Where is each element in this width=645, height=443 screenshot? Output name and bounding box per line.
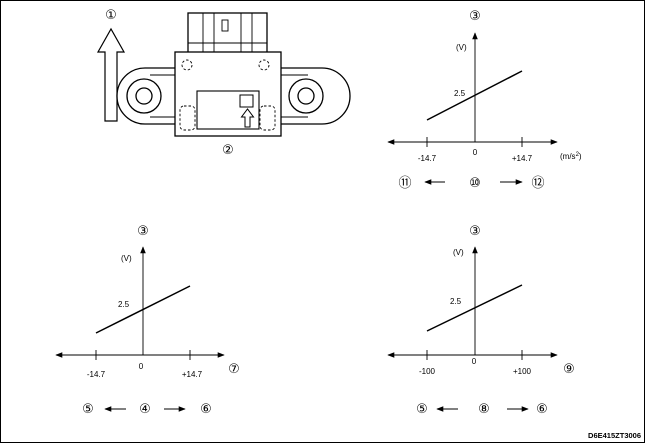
chart-3-marker-3: ③	[469, 224, 481, 239]
chart-1-marker-3: ③	[469, 9, 481, 24]
chart-1: ③ (V) 2.5 -14.7 0 +14.7 (m/s2) ⑪ ⑩ ⑫	[387, 9, 582, 191]
chart-2-marker-7: ⑦	[228, 362, 240, 377]
mounting-hole-left	[126, 78, 162, 114]
chart-3-marker-8: ⑧	[478, 402, 490, 417]
chart-2: ③ (V) 2.5 -14.7 0 +14.7 ⑦ ⑤ ④ ⑥	[55, 224, 240, 417]
chart-1-marker-12: ⑫	[531, 176, 544, 191]
connector	[187, 12, 268, 54]
chart-1-xtick-pos: +14.7	[512, 154, 533, 163]
chart-1-xtick-zero: 0	[473, 148, 478, 157]
chart-3-series-line	[426, 284, 523, 332]
chart-1-xtick-neg: -14.7	[418, 154, 437, 163]
chart-2-ylabel: (V)	[121, 254, 132, 263]
chart-1-marker-10: ⑩	[469, 176, 481, 191]
figure-code: D6E415ZT3006	[588, 431, 641, 440]
chart-2-ytick-label: 2.5	[118, 300, 130, 309]
chart-3-marker-6: ⑥	[536, 402, 548, 417]
direction-arrow-icon	[96, 27, 126, 122]
hidden-features	[179, 59, 276, 131]
chart-2-xtick-pos: +14.7	[182, 370, 203, 379]
chart-3-xtick-neg: -100	[419, 367, 436, 376]
chart-1-series-line	[426, 70, 523, 121]
chart-1-xunit: (m/s2)	[560, 152, 582, 161]
marker-2: ②	[222, 143, 234, 158]
chart-2-xtick-neg: -14.7	[87, 370, 106, 379]
mounting-hole-right	[288, 78, 324, 114]
chart-3-marker-5: ⑤	[416, 402, 428, 417]
chart-2-marker-6: ⑥	[200, 402, 212, 417]
mini-arrow-icon	[240, 108, 255, 128]
chart-1-ylabel: (V)	[456, 43, 467, 52]
chart-3: ③ (V) 2.5 -100 0 +100 ⑨ ⑤ ⑧ ⑥	[387, 224, 575, 417]
chart-3-xtick-zero: 0	[472, 357, 477, 366]
chart-3-xtick-pos: +100	[513, 367, 532, 376]
sensor-illustration	[96, 12, 351, 137]
chart-2-marker-5: ⑤	[82, 402, 94, 417]
marker-1: ①	[105, 8, 117, 23]
chart-3-ytick-label: 2.5	[450, 297, 462, 306]
chart-1-ytick-label: 2.5	[454, 89, 466, 98]
chart-2-series-line	[95, 285, 191, 334]
chart-1-marker-11: ⑪	[398, 176, 411, 191]
chart-2-xtick-zero: 0	[139, 362, 144, 371]
chart-3-ylabel: (V)	[453, 248, 464, 257]
chart-2-marker-4: ④	[139, 402, 151, 417]
chart-2-marker-3: ③	[137, 224, 149, 239]
chart-3-marker-9: ⑨	[563, 362, 575, 377]
